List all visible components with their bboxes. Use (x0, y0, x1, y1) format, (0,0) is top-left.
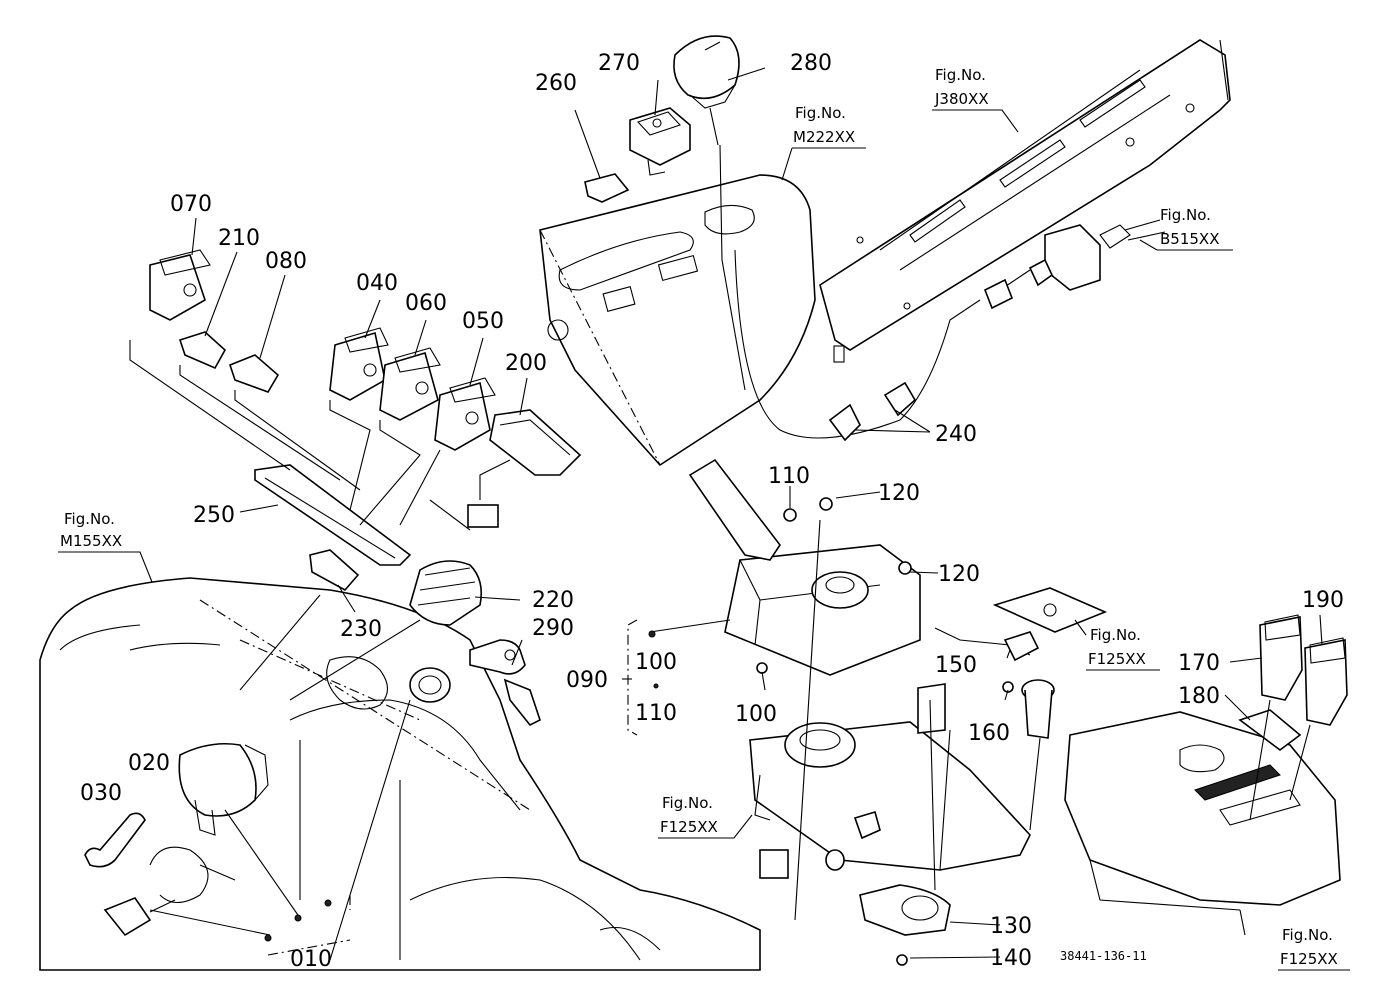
label-060: 060 (405, 291, 447, 316)
label-030: 030 (80, 781, 122, 806)
label-220: 220 (532, 588, 574, 613)
label-080: 080 (265, 249, 307, 274)
label-010: 010 (290, 947, 332, 972)
cap-080 (229, 354, 280, 393)
switch-270 (629, 107, 691, 176)
switch-050 (434, 377, 496, 451)
socket-160 (1002, 679, 1055, 739)
label-230: 230 (340, 617, 382, 642)
cap-180 (1238, 709, 1302, 751)
fig-b515-number: B515XX (1160, 230, 1219, 248)
ring-290 (409, 667, 451, 703)
switch-060 (379, 347, 441, 421)
switch-040 (329, 327, 389, 401)
fig-f125-number-2: F125XX (660, 818, 718, 836)
side-console (1064, 711, 1341, 911)
label-270: 270 (598, 51, 640, 76)
fig-b515-caption: Fig.No. (1160, 206, 1211, 224)
label-180: 180 (1178, 684, 1220, 709)
frame-bar (819, 39, 1231, 363)
switch-220 (409, 560, 483, 626)
fig-f125-caption-1: Fig.No. (1090, 626, 1141, 644)
label-170: 170 (1178, 651, 1220, 676)
fig-f125-caption-3: Fig.No. (1282, 926, 1333, 944)
label-150: 150 (935, 653, 977, 678)
cap-260 (584, 173, 630, 203)
knob-280 (673, 35, 740, 146)
plate-f125 (992, 587, 1108, 633)
fig-f125-number-3: F125XX (1280, 950, 1338, 968)
label-110-top: 110 (768, 464, 810, 489)
label-240: 240 (935, 422, 977, 447)
switch-190 (1304, 637, 1348, 726)
band-020 (149, 846, 236, 904)
fig-j380-number: J380XX (934, 90, 989, 108)
label-040: 040 (356, 271, 398, 296)
label-120-mid: 120 (938, 562, 980, 587)
upper-console-panel (539, 174, 816, 467)
label-260: 260 (535, 71, 577, 96)
label-020: 020 (128, 751, 170, 776)
group-bracket-090 (264, 619, 659, 956)
label-200: 200 (505, 351, 547, 376)
label-290: 290 (532, 616, 574, 641)
drawing-code: 38441-136-11 (1060, 949, 1147, 963)
dashboard-panel (39, 577, 761, 971)
switch-body-020 (178, 742, 269, 836)
tube-030 (84, 812, 146, 868)
screws-110-120 (756, 497, 912, 674)
figure-references: Fig.No. M222XX Fig.No. J380XX Fig.No. B5… (58, 66, 1350, 971)
label-120-top: 120 (878, 481, 920, 506)
cap-210 (178, 331, 227, 370)
label-090: 090 (566, 668, 608, 693)
bracket-frame (749, 721, 1031, 879)
leader-lines (129, 67, 1323, 961)
label-070: 070 (170, 192, 212, 217)
label-100: 100 (735, 702, 777, 727)
fig-j380-caption: Fig.No. (935, 66, 986, 84)
fig-f125-number-1: F125XX (1088, 650, 1146, 668)
screw-140 (896, 954, 908, 966)
switch-170 (1259, 614, 1303, 701)
label-190: 190 (1302, 588, 1344, 613)
part-labels: 280 270 260 070 210 080 040 060 050 200 … (80, 51, 1344, 972)
cap-230 (309, 549, 360, 592)
wire-harness (734, 219, 1166, 442)
key-290 (469, 639, 541, 727)
fig-m155-caption: Fig.No. (64, 510, 115, 528)
label-280: 280 (790, 51, 832, 76)
lever-unit-090 (688, 458, 921, 676)
plate-250 (254, 464, 412, 566)
label-110-group: 110 (635, 701, 677, 726)
label-140: 140 (990, 946, 1032, 971)
switch-070 (149, 249, 211, 321)
fig-m155-number: M155XX (60, 532, 122, 550)
label-250: 250 (193, 503, 235, 528)
sensor-150 (917, 627, 1040, 734)
fig-f125-caption-2: Fig.No. (662, 794, 713, 812)
fig-m222-caption: Fig.No. (795, 104, 846, 122)
label-130: 130 (990, 914, 1032, 939)
label-100-group: 100 (635, 650, 677, 675)
switch-panel-200 (467, 409, 582, 528)
label-210: 210 (218, 226, 260, 251)
sensor-130 (859, 884, 951, 936)
connector-010 (103, 897, 176, 937)
label-050: 050 (462, 309, 504, 334)
fig-m222-number: M222XX (793, 128, 855, 146)
label-160: 160 (968, 721, 1010, 746)
